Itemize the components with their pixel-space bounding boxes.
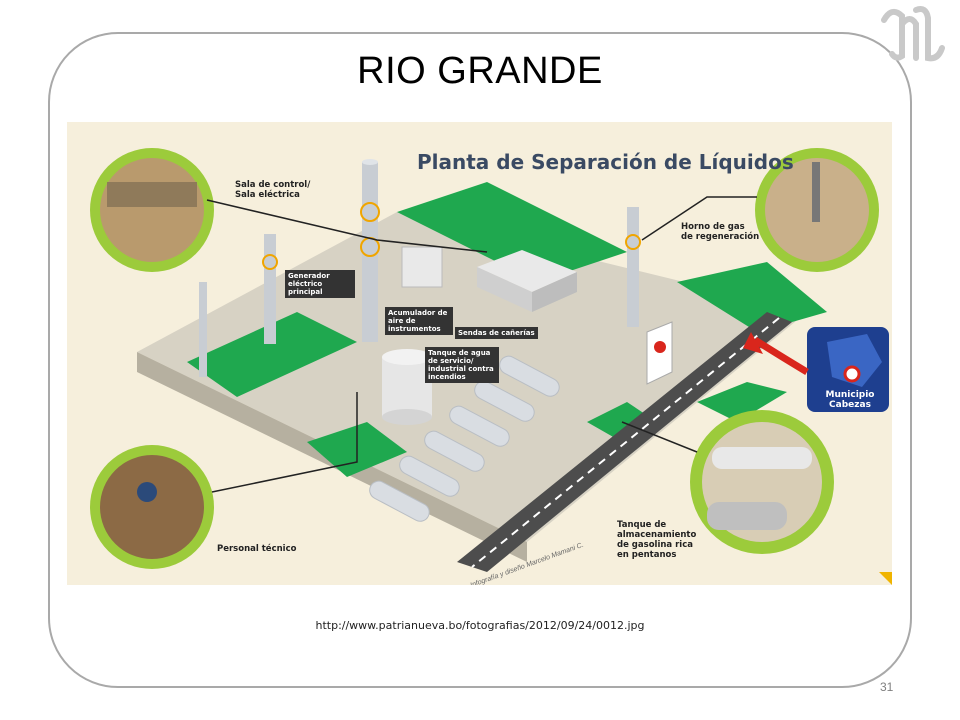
road — [457, 312, 792, 572]
water-tank — [382, 357, 432, 417]
infographic-image: Planta de Separación de Líquidos Sala de… — [67, 122, 892, 585]
source-url: http://www.patrianueva.bo/fotografias/20… — [315, 619, 645, 632]
page-number: 31 — [880, 680, 894, 694]
photo-circle-control — [90, 148, 214, 272]
callout-control-room: Sala de control/ Sala eléctrica — [235, 180, 311, 200]
storage-tanks — [369, 355, 560, 522]
map-label: Municipio Cabezas — [825, 390, 875, 410]
slide-title: RIO GRANDE — [357, 50, 603, 92]
infographic-title: Planta de Separación de Líquidos — [417, 150, 794, 174]
control-building — [477, 250, 577, 292]
tower-1 — [362, 162, 378, 342]
bubble-generator: Generador eléctrico principal — [285, 270, 355, 298]
callout-lines — [206, 196, 757, 493]
callout-furnace: Horno de gas de regeneración — [681, 222, 760, 242]
institution-logo-icon — [881, 6, 945, 62]
photo-circle-furnace — [755, 148, 879, 272]
callout-staff: Personal técnico — [217, 544, 297, 554]
bubble-pipes: Sendas de cañerías — [455, 327, 538, 339]
photo-circle-staff — [90, 445, 214, 569]
grass-area — [397, 182, 627, 282]
bubble-water-tank: Tanque de agua de servicio/ industrial c… — [425, 347, 499, 383]
photo-circle-tank — [690, 410, 834, 554]
callout-tank: Tanque de almacenamiento de gasolina ric… — [617, 520, 697, 560]
bubble-air-accumulator: Acumulador de aire de instrumentos — [385, 307, 453, 335]
location-arrow-icon — [753, 337, 809, 376]
